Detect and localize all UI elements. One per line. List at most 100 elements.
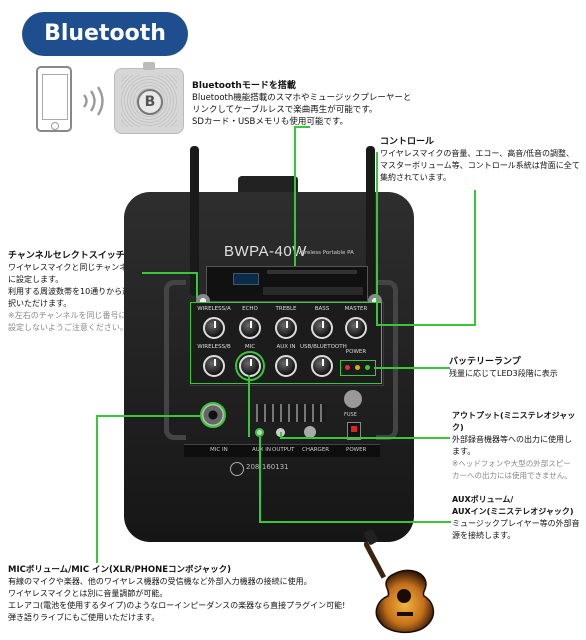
vent-grille — [256, 404, 326, 422]
output-line: ます。 — [452, 447, 476, 456]
power-switch[interactable] — [347, 422, 361, 440]
model-name: BWPA-40W — [224, 243, 307, 260]
control-callout: コントロール ワイヤレスマイクの音量、エコー、高音/低音の調整、 マスターボリュ… — [380, 136, 585, 184]
channel-select-line: 利用する周波数帯を10通りから選 — [8, 287, 131, 296]
antenna-right — [366, 146, 375, 296]
channel-select-note: 設定しないようご注意ください。 — [8, 323, 128, 332]
callout-line — [248, 375, 250, 437]
master-knob[interactable] — [345, 317, 367, 339]
battery-heading: バッテリーランプ — [449, 357, 521, 367]
knob-label: WIRELESS/A — [197, 306, 231, 312]
callout-line — [376, 324, 476, 326]
mic-heading: MICボリューム/MIC イン(XLR/PHONEコンボジャック) — [8, 565, 231, 575]
aux-heading: AUXボリューム/ — [452, 495, 514, 504]
bluetooth-receiver-icon: B — [114, 62, 184, 134]
mic-line: ワイヤレスマイクとは別に音量調節が可能。 — [8, 589, 168, 598]
knob-label: AUX IN — [276, 344, 296, 350]
channel-select-line: 択いただけます。 — [8, 299, 72, 308]
callout-line — [96, 415, 98, 563]
channel-select-callout: チャンネルセレクトスイッチ ワイヤレスマイクと同じチャンネル に設定します。 利… — [8, 250, 158, 334]
callout-line — [196, 272, 198, 298]
knob-label: POWER — [345, 349, 367, 355]
control-heading: コントロール — [380, 137, 435, 147]
battery-callout: バッテリーランプ 残量に応じてLED3段階に表示 — [449, 356, 585, 380]
smartphone-icon — [36, 66, 72, 132]
bluetooth-mode-line: リンクしてケーブルレスで楽曲再生が可能です。 — [192, 105, 378, 115]
callout-line — [259, 521, 451, 523]
charger-jack[interactable] — [304, 426, 316, 438]
mic-line: エレアコ(電池を使用するタイプ)のようなローインピーダンスの楽器なら直接プラグイ… — [8, 601, 346, 610]
knob-label: BASS — [314, 306, 330, 312]
control-line: ワイヤレスマイクの音量、エコー、高音/低音の調整、 — [380, 149, 574, 158]
aux-line: 源を接続します。 — [452, 531, 516, 540]
jack-label: OUTPUT — [272, 447, 295, 453]
channel-select-line: ワイヤレスマイクと同じチャンネル — [8, 263, 136, 272]
jack-label: CHARGER — [302, 447, 330, 453]
wireless-signal-icon — [83, 86, 104, 116]
usb-bluetooth-knob[interactable] — [311, 355, 333, 377]
callout-line — [294, 126, 310, 128]
fuse-holder — [344, 390, 362, 408]
callout-line — [96, 415, 200, 417]
callout-line — [474, 190, 476, 326]
callout-line — [259, 437, 261, 523]
knob-label: MASTER — [344, 306, 368, 312]
wireless-a-knob[interactable] — [203, 317, 225, 339]
treble-knob[interactable] — [275, 317, 297, 339]
output-note: ※ヘッドフォンや大型の外部スピー — [452, 459, 571, 468]
aux-heading: AUXイン(ミニステレオジャック) — [452, 507, 574, 516]
callout-line — [294, 126, 296, 266]
callout-line — [280, 432, 282, 439]
mic-line: 有線のマイクや楽器、他のワイヤレス機器の受信機など外部入力機器の接続に使用。 — [8, 577, 312, 586]
control-line: 集約されています。 — [380, 173, 451, 182]
output-note: カーへの出力には使用できません。 — [452, 471, 572, 480]
side-handle-left — [164, 280, 186, 440]
output-callout: アウトプット(ミニステレオジャック) 外部録音機器等への出力に使用し ます。 ※… — [452, 410, 586, 482]
callout-line — [280, 437, 450, 439]
channel-select-line: に設定します。 — [8, 275, 64, 284]
knob-label: ECHO — [242, 306, 258, 312]
mic-knob-highlight — [235, 351, 265, 381]
aux-in-jack[interactable] — [255, 428, 264, 437]
wireless-b-knob[interactable] — [203, 355, 225, 377]
callout-line — [142, 272, 198, 274]
jack-label-strip: MIC IN AUX IN OUTPUT CHARGER POWER — [184, 444, 380, 457]
aux-line: ミュージックプレイヤー等の外部音 — [452, 519, 580, 528]
aux-in-knob[interactable] — [275, 355, 297, 377]
bluetooth-mode-callout: Bluetoothモードを搭載 Bluetooth機能搭載のスマホやミュージック… — [192, 80, 452, 128]
serial-number: 208-160131 — [246, 463, 289, 471]
antenna-left — [190, 146, 199, 296]
knob-label: USB/BLUETOOTH — [300, 344, 347, 350]
mic-callout: MICボリューム/MIC イン(XLR/PHONEコンボジャック) 有線のマイク… — [8, 564, 368, 624]
mic-line: 弾き語りライブにもご使用いただけます。 — [8, 613, 160, 622]
echo-knob[interactable] — [239, 317, 261, 339]
jack-label: AUX IN — [252, 447, 272, 453]
page-title: Bluetooth — [22, 12, 188, 56]
bass-knob[interactable] — [311, 317, 333, 339]
bluetooth-icon: B — [137, 89, 163, 115]
control-panel-highlight — [190, 302, 382, 384]
knob-label: MIC — [244, 344, 256, 350]
aux-callout: AUXボリューム/ AUXイン(ミニステレオジャック) ミュージックプレイヤー等… — [452, 494, 586, 542]
battery-line: 残量に応じてLED3段階に表示 — [449, 369, 558, 378]
channel-select-note: ※左右のチャンネルを同じ番号に — [8, 311, 127, 320]
callout-line — [376, 152, 378, 326]
xlr-combo-jack[interactable] — [200, 402, 226, 428]
channel-select-heading: チャンネルセレクトスイッチ — [8, 251, 125, 261]
control-line: マスターボリューム等、コントロール系統は背面に全て — [380, 161, 580, 170]
jack-label: POWER — [346, 447, 367, 453]
model-subtitle: Wireless Portable PA — [298, 250, 354, 256]
output-line: 外部録音機器等への出力に使用し — [452, 435, 572, 444]
bluetooth-mode-line: SDカード・USBメモリも使用可能です。 — [192, 117, 349, 127]
fuse-label: FUSE — [344, 412, 357, 418]
certification-logo — [230, 462, 244, 476]
bluetooth-mode-line: Bluetooth機能搭載のスマホやミュージックプレーヤーと — [192, 93, 412, 103]
jack-label: MIC IN — [210, 447, 228, 453]
bluetooth-mode-heading: Bluetoothモードを搭載 — [192, 81, 296, 91]
knob-label: TREBLE — [275, 306, 297, 312]
output-heading: アウトプット(ミニステレオジャック) — [452, 411, 576, 432]
acoustic-guitar-image — [364, 530, 435, 634]
knob-label: WIRELESS/B — [197, 344, 231, 350]
callout-line — [374, 367, 450, 369]
player-module — [206, 266, 368, 302]
